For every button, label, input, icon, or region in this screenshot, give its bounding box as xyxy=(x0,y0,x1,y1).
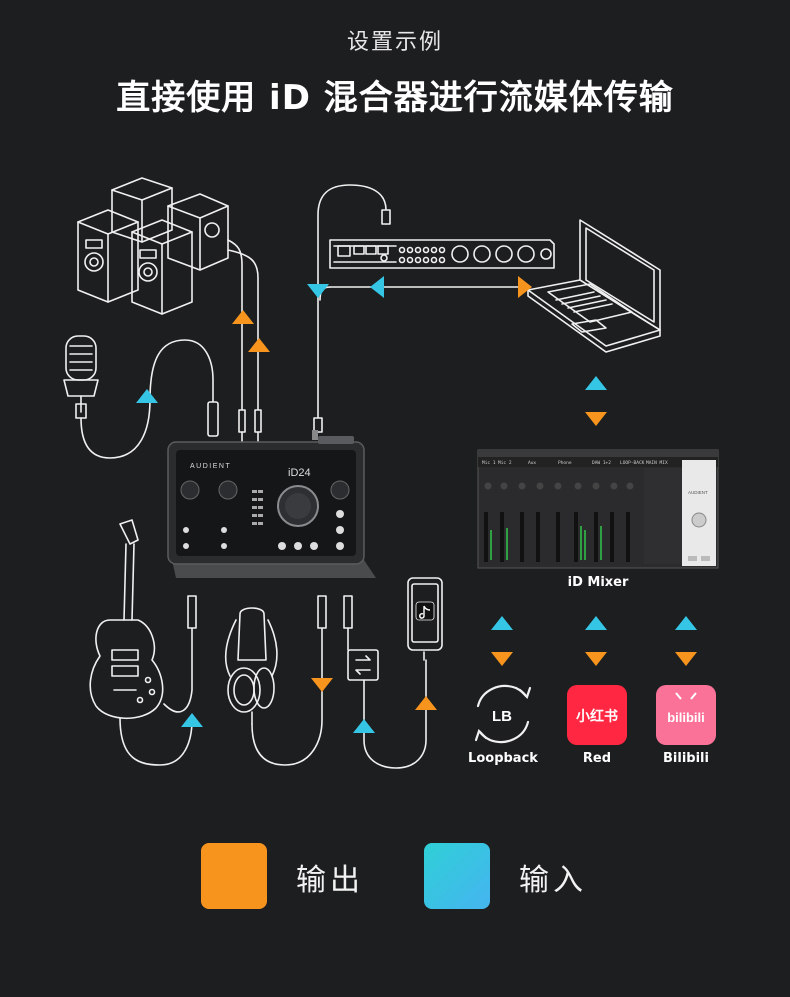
device-brand: AUDIENT xyxy=(190,463,231,470)
mixer-channel-7: MAIN MIX xyxy=(646,460,668,466)
loopback-label: Loopback xyxy=(468,751,538,766)
mixer-brand: AUDIENT xyxy=(688,490,708,495)
audio-interface-rack-icon xyxy=(329,239,555,269)
mixer-channel-1: Mic 1 xyxy=(482,460,496,466)
red-label: Red xyxy=(582,751,612,766)
output-legend-label: 输出 xyxy=(296,863,364,898)
tiktok-icon xyxy=(415,601,435,621)
output-arrow xyxy=(248,338,270,352)
headphones-icon xyxy=(224,607,278,725)
mixer-channel-6: LOOP-BACK xyxy=(620,460,645,466)
input-arrow xyxy=(181,713,203,727)
guitar-icon xyxy=(89,519,164,719)
mixer-channel-5: DAW 1+2 xyxy=(592,460,611,466)
mixer-channel-2: Mic 2 xyxy=(498,460,512,466)
input-arrow xyxy=(353,719,375,733)
speakers-icon xyxy=(77,177,229,315)
laptop-icon xyxy=(527,219,661,353)
page-subtitle: 设置示例 xyxy=(346,30,443,55)
red-app-badge: 小红书 xyxy=(576,708,618,725)
input-arrow xyxy=(585,616,607,630)
signal-arrows xyxy=(136,276,697,733)
output-arrow xyxy=(585,652,607,666)
bilibili-app-badge: bilibili xyxy=(667,710,705,725)
output-legend-swatch xyxy=(201,843,267,909)
input-arrow xyxy=(370,276,384,298)
mixer-channel-3: Aux xyxy=(528,460,536,466)
id24-interface: AUDIENT iD24 xyxy=(167,430,376,578)
mixer-window: Mic 1 Mic 2 Aux Phone DAW 1+2 LOOP-BACK … xyxy=(477,449,719,569)
output-arrow xyxy=(311,678,333,692)
device-model: iD24 xyxy=(288,467,311,479)
output-arrow xyxy=(491,652,513,666)
bilibili-app-icon xyxy=(656,685,716,745)
bilibili-label: Bilibili xyxy=(663,751,709,766)
output-arrow xyxy=(675,652,697,666)
input-arrow xyxy=(585,376,607,390)
input-arrow xyxy=(491,616,513,630)
phone-icon xyxy=(407,577,443,651)
loopback-badge: LB xyxy=(492,708,512,725)
output-arrow xyxy=(232,310,254,324)
mixer-channel-4: Phone xyxy=(558,460,572,466)
output-arrow xyxy=(518,276,532,298)
input-arrow xyxy=(675,616,697,630)
input-legend-swatch xyxy=(424,843,490,909)
output-arrow xyxy=(585,412,607,426)
input-arrow xyxy=(307,284,329,298)
input-arrow xyxy=(136,389,158,403)
loopback-icon xyxy=(474,684,532,744)
page-title: 直接使用 iD 混合器进行流媒体传输 xyxy=(116,78,674,118)
red-app-icon xyxy=(567,685,627,745)
mixer-label: iD Mixer xyxy=(567,575,629,590)
output-arrow xyxy=(415,696,437,710)
microphone-icon xyxy=(63,335,99,419)
input-legend-label: 输入 xyxy=(519,863,587,898)
